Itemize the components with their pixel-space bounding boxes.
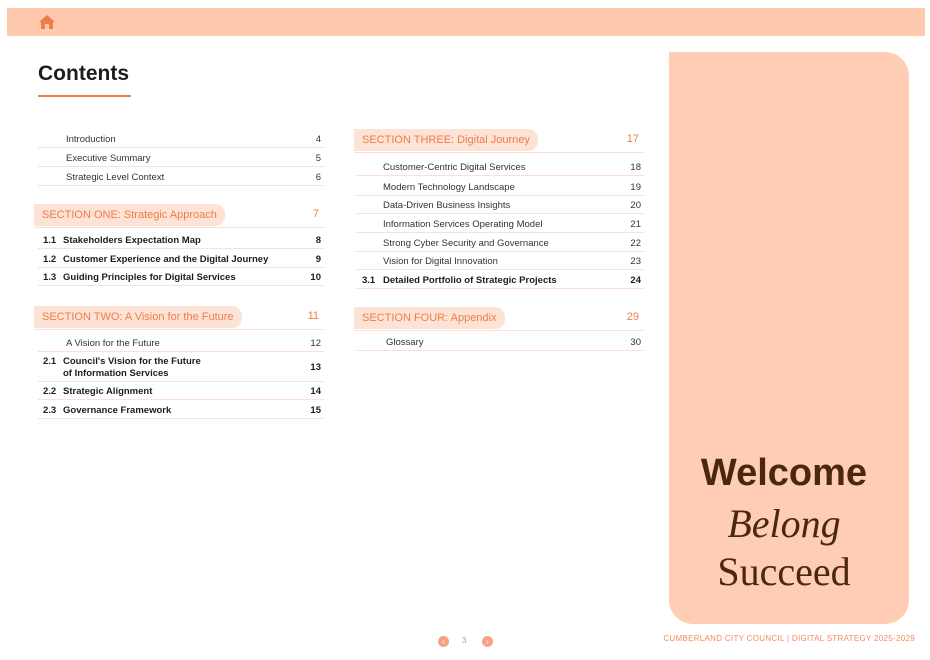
toc-page: 5 bbox=[315, 153, 321, 164]
toc-page: 13 bbox=[310, 362, 321, 373]
toc-label: Strategic Level Context bbox=[66, 172, 165, 183]
toc-number: 1.2 bbox=[43, 254, 57, 265]
section-title: SECTION FOUR: Appendix bbox=[354, 307, 505, 329]
prev-page-button[interactable]: ‹ bbox=[438, 636, 449, 647]
toc-page: 20 bbox=[630, 200, 641, 211]
toc-label: Strong Cyber Security and Governance bbox=[383, 238, 549, 249]
toc-number: 2.3 bbox=[43, 405, 57, 416]
toc-label: Customer Experience and the Digital Jour… bbox=[63, 254, 269, 265]
toc-row-operating-model[interactable]: Information Services Operating Model 21 bbox=[356, 215, 644, 233]
toc-label: Executive Summary bbox=[66, 153, 151, 164]
toc-number: 2.1 bbox=[43, 356, 57, 367]
toc-label: Strategic Alignment bbox=[63, 386, 153, 397]
toc-row-glossary[interactable]: Glossary 30 bbox=[356, 333, 644, 351]
toc-page: 21 bbox=[630, 219, 641, 230]
toc-label: Stakeholders Expectation Map bbox=[63, 235, 201, 246]
toc-page: 30 bbox=[630, 337, 641, 348]
toc-label: Introduction bbox=[66, 134, 116, 145]
toc-label: Data-Driven Business Insights bbox=[383, 200, 511, 211]
toc-page: 6 bbox=[315, 172, 321, 183]
toc-page: 10 bbox=[310, 272, 321, 283]
toc-label: A Vision for the Future bbox=[66, 338, 160, 349]
top-bar bbox=[7, 8, 925, 36]
toc-label: Detailed Portfolio of Strategic Projects bbox=[383, 275, 557, 286]
toc-page: 24 bbox=[630, 275, 641, 286]
toc-page: 19 bbox=[630, 182, 641, 193]
toc-row-3-1[interactable]: 3.1 Detailed Portfolio of Strategic Proj… bbox=[356, 271, 644, 289]
section-three-header[interactable]: SECTION THREE: Digital Journey 17 bbox=[354, 129, 644, 153]
home-icon[interactable] bbox=[38, 14, 56, 30]
belong-text: Belong bbox=[727, 501, 841, 546]
toc-row-executive-summary[interactable]: Executive Summary 5 bbox=[38, 149, 324, 167]
toc-label: Information Services Operating Model bbox=[383, 219, 543, 230]
toc-number: 2.2 bbox=[43, 386, 57, 397]
toc-row-2-1[interactable]: 2.1 Council's Vision for the Future of I… bbox=[38, 352, 324, 382]
toc-page: 12 bbox=[310, 338, 321, 349]
welcome-text: Welcome bbox=[700, 452, 868, 494]
page-number: 3 bbox=[462, 636, 467, 645]
toc-page: 14 bbox=[310, 386, 321, 397]
section-page: 11 bbox=[307, 310, 319, 322]
toc-row-modern-technology[interactable]: Modern Technology Landscape 19 bbox=[356, 178, 644, 196]
section-title: SECTION THREE: Digital Journey bbox=[354, 129, 538, 151]
toc-page: 8 bbox=[315, 235, 321, 246]
toc-page: 22 bbox=[630, 238, 641, 249]
toc-row-2-3[interactable]: 2.3 Governance Framework 15 bbox=[38, 401, 324, 419]
toc-row-1-3[interactable]: 1.3 Guiding Principles for Digital Servi… bbox=[38, 268, 324, 286]
section-four-header[interactable]: SECTION FOUR: Appendix 29 bbox=[354, 307, 644, 331]
toc-row-cyber-security[interactable]: Strong Cyber Security and Governance 22 bbox=[356, 234, 644, 252]
toc-row-data-driven[interactable]: Data-Driven Business Insights 20 bbox=[356, 196, 644, 214]
section-two-header[interactable]: SECTION TWO: A Vision for the Future 11 bbox=[34, 306, 324, 330]
toc-number: 3.1 bbox=[362, 275, 376, 286]
toc-page: 18 bbox=[630, 162, 641, 173]
toc-label: Vision for Digital Innovation bbox=[383, 256, 498, 267]
toc-label: Guiding Principles for Digital Services bbox=[63, 272, 236, 283]
succeed-text: Succeed bbox=[717, 549, 851, 594]
toc-number: 1.3 bbox=[43, 272, 57, 283]
toc-label: Customer-Centric Digital Services bbox=[383, 162, 526, 173]
welcome-panel bbox=[669, 52, 909, 624]
toc-label: Governance Framework bbox=[63, 405, 172, 416]
toc-row-1-2[interactable]: 1.2 Customer Experience and the Digital … bbox=[38, 250, 324, 268]
toc-row-digital-innovation[interactable]: Vision for Digital Innovation 23 bbox=[356, 252, 644, 270]
section-title: SECTION ONE: Strategic Approach bbox=[34, 204, 225, 226]
toc-label: Modern Technology Landscape bbox=[383, 182, 515, 193]
section-one-header[interactable]: SECTION ONE: Strategic Approach 7 bbox=[34, 204, 324, 228]
toc-number: 1.1 bbox=[43, 235, 57, 246]
toc-page: 23 bbox=[630, 256, 641, 267]
section-page: 29 bbox=[626, 311, 639, 323]
toc-page: 15 bbox=[310, 405, 321, 416]
section-page: 7 bbox=[312, 208, 319, 220]
next-page-button[interactable]: › bbox=[482, 636, 493, 647]
toc-row-strategic-level-context[interactable]: Strategic Level Context 6 bbox=[38, 168, 324, 186]
section-title: SECTION TWO: A Vision for the Future bbox=[34, 306, 242, 328]
toc-row-2-2[interactable]: 2.2 Strategic Alignment 14 bbox=[38, 382, 324, 400]
toc-row-introduction[interactable]: Introduction 4 bbox=[38, 130, 324, 148]
toc-label: Glossary bbox=[386, 337, 424, 348]
title-underline bbox=[38, 95, 131, 97]
page-title: Contents bbox=[38, 62, 129, 85]
toc-page: 9 bbox=[315, 254, 321, 265]
toc-page: 4 bbox=[315, 134, 321, 145]
section-page: 17 bbox=[626, 133, 639, 145]
footer-text: CUMBERLAND CITY COUNCIL | DIGITAL STRATE… bbox=[663, 634, 915, 643]
toc-label-line2: of Information Services bbox=[63, 368, 169, 379]
toc-label: Council's Vision for the Future bbox=[63, 356, 201, 367]
toc-row-1-1[interactable]: 1.1 Stakeholders Expectation Map 8 bbox=[38, 231, 324, 249]
toc-row-vision-future[interactable]: A Vision for the Future 12 bbox=[38, 334, 324, 352]
toc-row-customer-centric[interactable]: Customer-Centric Digital Services 18 bbox=[356, 158, 644, 176]
